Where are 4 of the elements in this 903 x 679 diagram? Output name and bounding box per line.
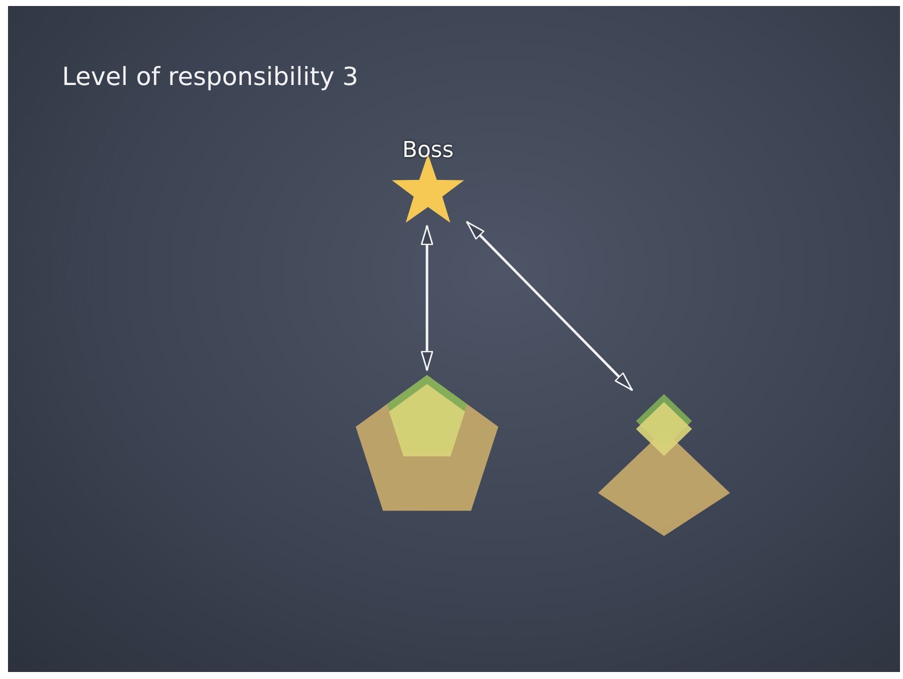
slide-title: Level of responsibility 3 xyxy=(62,62,358,91)
double-arrow xyxy=(420,225,434,371)
double-arrow xyxy=(466,221,633,391)
node-label: Boss xyxy=(401,138,455,163)
